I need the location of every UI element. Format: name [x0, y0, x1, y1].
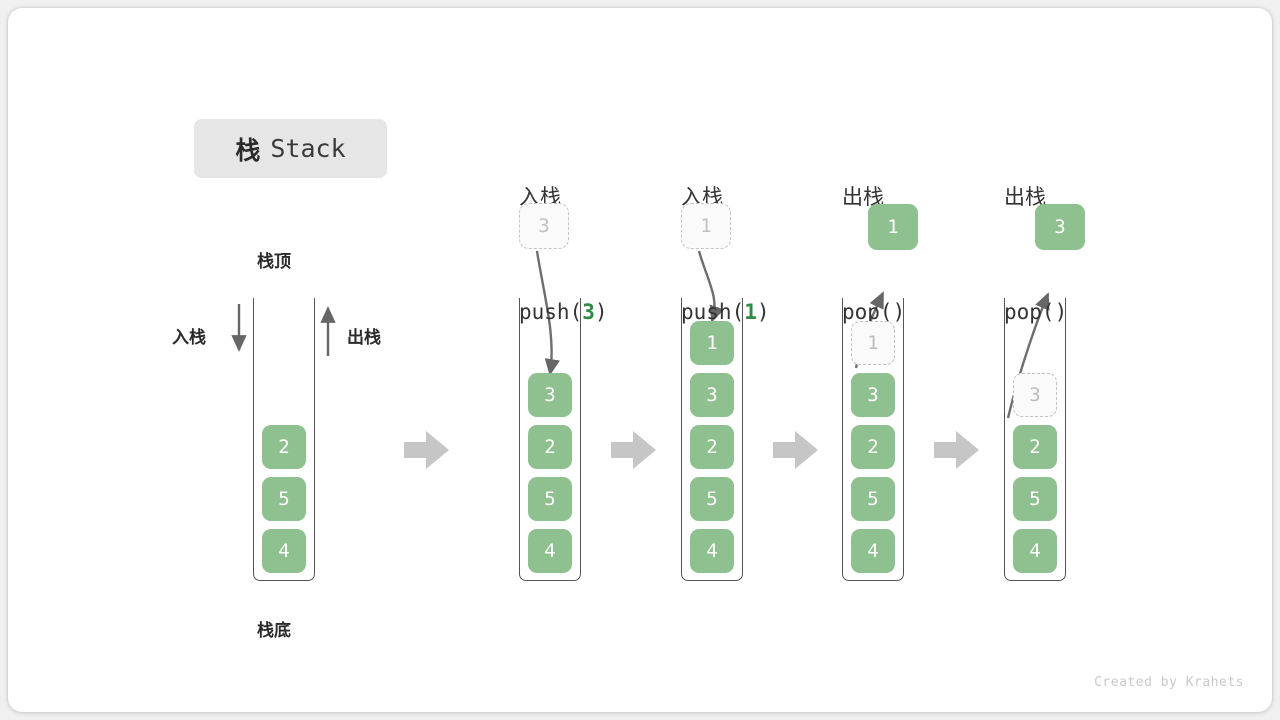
transition-arrow-3: [773, 431, 818, 469]
pending-push-element-2: 1: [681, 203, 731, 249]
stack-cell: 2: [851, 425, 895, 469]
step-fn-3: pop(): [842, 300, 906, 324]
stack-cell: 5: [690, 477, 734, 521]
step-caption-3: 出栈 pop(): [842, 103, 905, 407]
step-op-3: 出栈: [842, 186, 884, 209]
stack-container-3: [842, 298, 904, 581]
step-fn-2: push(1): [681, 300, 770, 324]
step-caption-1: 入栈 push(3): [519, 103, 608, 407]
popped-element-3: 1: [868, 204, 918, 250]
pop-direction-label: 出栈: [347, 328, 381, 347]
stack-container-4: [1004, 298, 1066, 581]
stack-top-label: 栈顶: [257, 252, 291, 271]
step-op-4: 出栈: [1004, 186, 1046, 209]
stack-cell: 5: [262, 477, 306, 521]
stack-container-initial: [253, 298, 315, 581]
stack-cell-removed: 3: [1013, 373, 1057, 417]
stack-cell: 3: [851, 373, 895, 417]
stack-cell: 5: [1013, 477, 1057, 521]
stack-container-1: [519, 298, 581, 581]
stack-cell: 3: [690, 373, 734, 417]
stack-cell: 5: [851, 477, 895, 521]
transition-arrow-2: [611, 431, 656, 469]
stack-cell: 4: [690, 529, 734, 573]
stack-cell: 2: [528, 425, 572, 469]
stack-cell: 1: [690, 321, 734, 365]
step-fn-4: pop(): [1004, 300, 1068, 324]
title-cn: 栈: [235, 136, 261, 165]
stack-cell: 4: [1013, 529, 1057, 573]
flow-arrow-pop-3: [1006, 292, 1050, 419]
footer-credit: Created by Krahets: [1094, 675, 1244, 690]
step-caption-4: 出栈 pop(): [1004, 103, 1067, 407]
stack-cell: 2: [690, 425, 734, 469]
stack-cell: 5: [528, 477, 572, 521]
stack-cell: 3: [528, 373, 572, 417]
stack-cell: 4: [262, 529, 306, 573]
diagram-card: 栈 Stack 栈顶 栈底 入栈 出栈: [8, 8, 1272, 712]
stack-cell: 2: [1013, 425, 1057, 469]
transition-arrow-4: [934, 431, 979, 469]
step-fn-1: push(3): [519, 300, 608, 324]
stack-cell: 2: [262, 425, 306, 469]
diagram-title-chip: 栈 Stack: [194, 119, 387, 178]
popped-element-4: 3: [1035, 204, 1085, 250]
flow-arrow-push-3: [535, 250, 560, 376]
stack-cell: 4: [528, 529, 572, 573]
stack-cell: 4: [851, 529, 895, 573]
stack-cell-removed: 1: [851, 321, 895, 365]
stack-bottom-label: 栈底: [257, 621, 291, 640]
pending-push-element-1: 3: [519, 203, 569, 249]
title-en: Stack: [270, 134, 346, 163]
stack-container-2: [681, 298, 743, 581]
flow-arrow-push-1: [697, 250, 725, 323]
transition-arrow-1: [404, 431, 449, 469]
push-direction-label: 入栈: [172, 328, 206, 347]
arrows-overlay: [231, 250, 1050, 469]
